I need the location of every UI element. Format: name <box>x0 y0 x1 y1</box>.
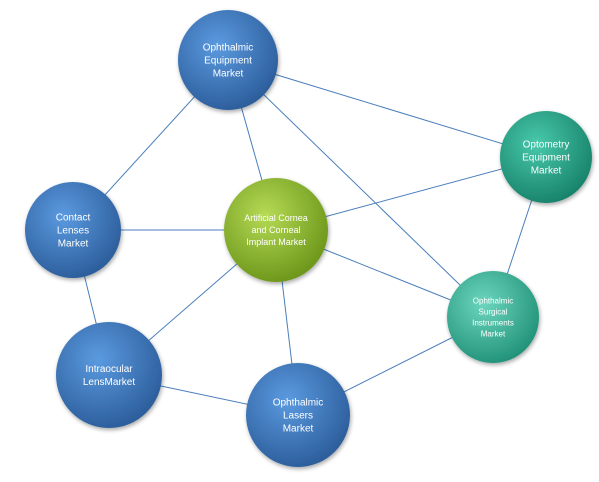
node-label-line: Surgical <box>479 307 508 316</box>
node-label-line: Ophthalmic <box>203 43 254 54</box>
node-circle <box>224 178 328 282</box>
node-label-line: Equipment <box>522 153 570 164</box>
node-label-line: Implant Market <box>246 237 306 247</box>
node-label-line: and Corneal <box>251 225 300 235</box>
node-circle <box>246 363 350 467</box>
node-label-line: Ophthalmic <box>473 296 513 305</box>
node-label-line: Ophthalmic <box>273 398 324 409</box>
node-label-line: Equipment <box>204 56 252 67</box>
node-label-line: Lenses <box>57 226 89 237</box>
node-label-line: Lasers <box>283 411 313 422</box>
node-circle <box>56 322 162 428</box>
edge-ophthalmic-equipment-to-ophthalmic-surgical <box>227 59 494 318</box>
node-label-line: Intraocular <box>85 364 133 375</box>
node-label-line: Instruments <box>472 318 514 327</box>
node-label-line: Contact <box>56 213 91 224</box>
node-label-line: Market <box>58 239 89 250</box>
node-label-line: Artificial Cornea <box>244 213 308 223</box>
market-nodes: OphthalmicEquipmentMarketOptometryEquipm… <box>25 10 592 467</box>
node-label-line: Market <box>531 166 562 177</box>
node-label-line: Market <box>283 424 314 435</box>
node-label-line: Market <box>481 329 506 338</box>
node-label-line: LensMarket <box>83 377 135 388</box>
node-circle <box>25 182 121 278</box>
node-circle <box>500 111 592 203</box>
node-circle <box>447 271 539 363</box>
node-label-line: Optometry <box>523 140 570 151</box>
node-label-line: Market <box>213 69 244 80</box>
edge-ophthalmic-equipment-to-optometry-equipment <box>227 59 547 158</box>
node-circle <box>178 10 278 110</box>
